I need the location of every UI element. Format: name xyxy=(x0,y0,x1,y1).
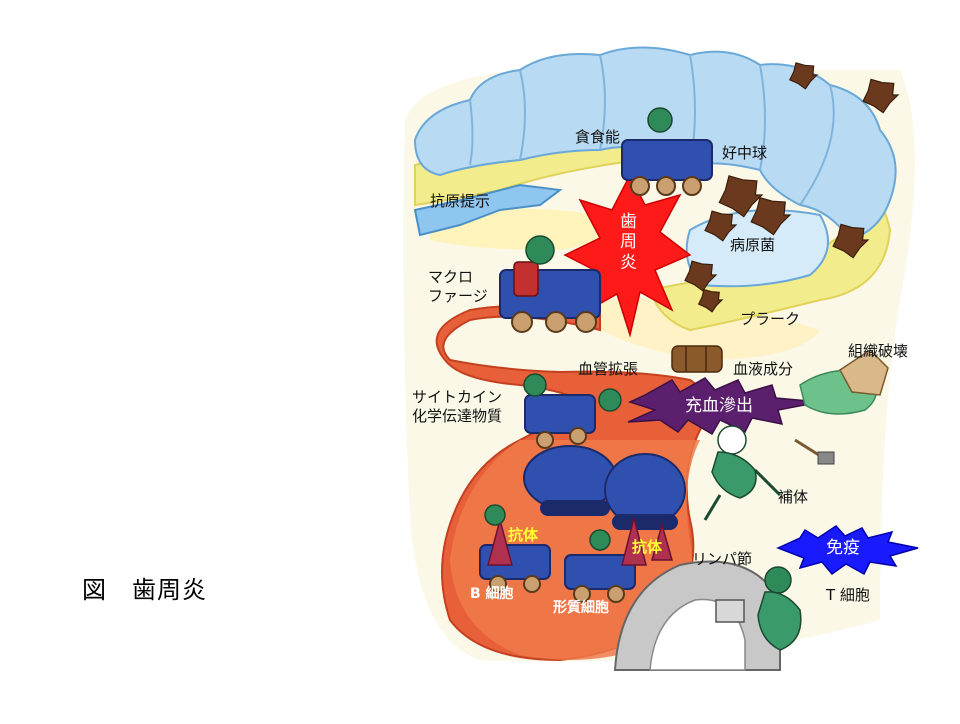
antibody-rocket-left xyxy=(487,517,513,566)
label-plaque: プラーク xyxy=(740,310,801,328)
barrel xyxy=(671,345,723,373)
label-b-cell: B 細胞 xyxy=(470,586,514,602)
pathogen-germ xyxy=(788,62,819,90)
pathogen-germ xyxy=(862,78,900,114)
tank-right xyxy=(604,453,686,530)
label-cytokine: サイトカイン 化学伝達物質 xyxy=(412,388,503,425)
label-blood-components: 血液成分 xyxy=(733,360,794,378)
neutrophil-cart xyxy=(621,139,713,196)
figure-title: 図 歯周炎 xyxy=(82,576,207,604)
pathogen-germ xyxy=(704,210,738,242)
macrophage-cart xyxy=(499,261,601,333)
label-lymph-node: リンパ節 xyxy=(692,550,753,568)
label-phagocytosis: 貪食能 xyxy=(575,128,621,146)
label-plasma-cell: 形質細胞 xyxy=(553,600,609,616)
pathogen-germ xyxy=(697,288,724,313)
tank-left xyxy=(523,445,617,516)
label-neutrophil: 好中球 xyxy=(722,144,768,162)
antigen-lightning xyxy=(413,183,563,237)
pathogen-germ xyxy=(750,196,792,236)
label-antibody-right: 抗体 xyxy=(632,538,663,556)
burst-label-immunity: 免疫 xyxy=(826,538,860,558)
burst-hyperemia xyxy=(627,377,821,436)
label-t-cell: T 細胞 xyxy=(826,586,870,604)
label-antigen-presentation: 抗原提示 xyxy=(430,192,491,210)
pathogen-germ xyxy=(718,175,764,218)
pathogen-germ xyxy=(684,260,718,292)
plasma-cell-cart xyxy=(564,554,636,603)
label-tissue-destruction: 組織破壊 xyxy=(848,342,909,360)
burst-immunity xyxy=(776,525,919,576)
burst-label-periodontitis: 歯 周 炎 xyxy=(620,212,637,273)
pathogen-germ xyxy=(832,223,870,259)
soldier-figures xyxy=(484,107,802,651)
tissue-debris xyxy=(799,349,889,415)
label-macrophage: マクロ ファージ xyxy=(428,268,488,305)
pathogen-germs xyxy=(684,62,900,313)
cytokine-cart xyxy=(524,394,596,449)
label-antibody-left: 抗体 xyxy=(508,526,539,544)
antibody-rocket-right xyxy=(621,517,673,566)
label-complement: 補体 xyxy=(778,488,809,506)
label-vasodilation: 血管拡張 xyxy=(578,360,639,378)
complement-runner xyxy=(703,425,835,521)
burst-label-hyperemia: 充血滲出 xyxy=(685,396,753,416)
label-pathogen: 病原菌 xyxy=(730,236,776,254)
